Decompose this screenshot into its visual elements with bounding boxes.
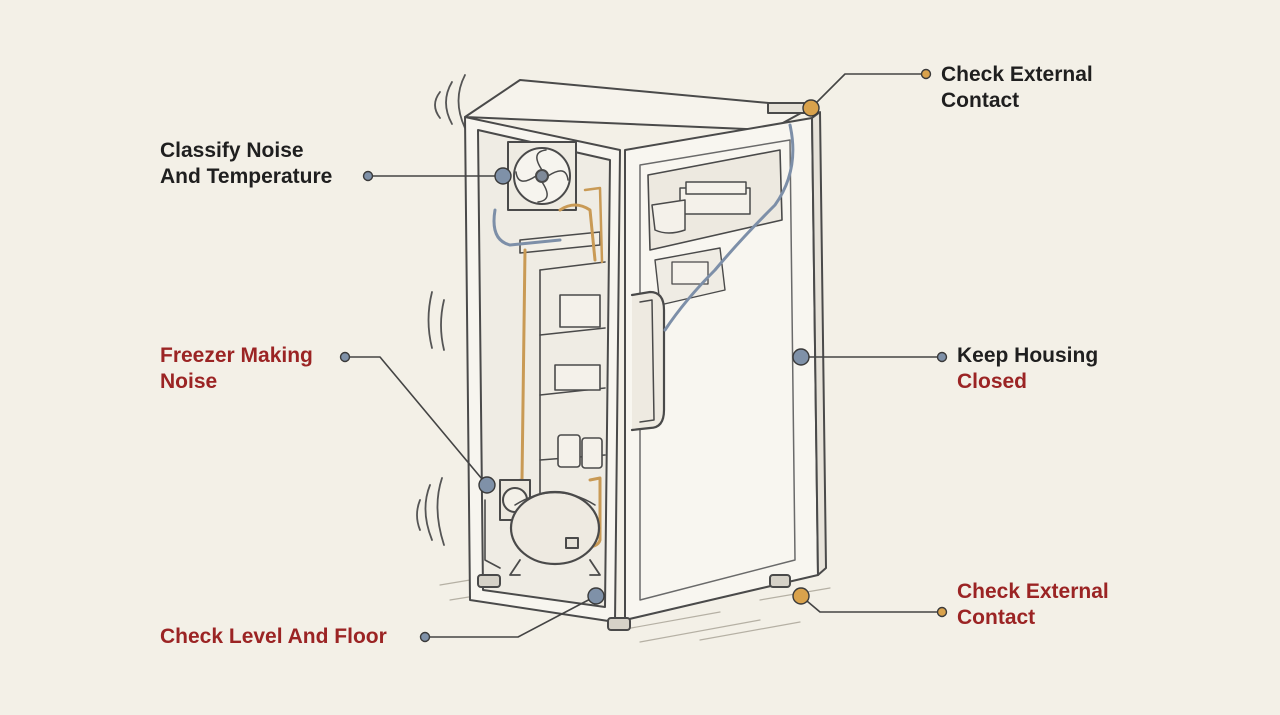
callout-line-1: Freezer Making	[160, 344, 313, 367]
callout-freezer-noise: Freezer Making Noise	[160, 343, 313, 395]
callout-line-2: Contact	[941, 89, 1020, 112]
marker-compressor	[478, 476, 496, 494]
door-handle	[630, 290, 666, 432]
callout-line-1: Keep Housing	[957, 344, 1099, 367]
callout-line-2: Noise	[160, 370, 218, 393]
callout-line-2: Contact	[957, 606, 1036, 629]
callout-line-1: Check External	[957, 580, 1109, 603]
callout-line-2: Closed	[957, 370, 1028, 393]
cabinet-top	[464, 79, 813, 131]
fridge-feet	[477, 574, 791, 631]
callout-check-external-contact-top: Check External Contact	[941, 62, 1093, 114]
callout-check-level-floor: Check Level And Floor	[160, 624, 387, 650]
tube-blue	[492, 208, 562, 247]
callout-line-1: Check External	[941, 63, 1093, 86]
callout-check-external-contact-bottom: Check External Contact	[957, 579, 1109, 631]
tube-gold	[558, 203, 597, 262]
marker-foot	[792, 587, 810, 605]
callout-line-1: Classify Noise	[160, 139, 304, 162]
callout-classify-noise: Classify Noise And Temperature	[160, 138, 332, 190]
hinge	[767, 102, 805, 114]
fan-icon	[507, 141, 577, 211]
marker-base	[587, 587, 605, 605]
callout-markers	[339, 68, 948, 643]
callout-keep-housing-closed: Keep Housing Closed	[957, 343, 1098, 395]
marker-hinge	[802, 99, 820, 117]
interior-shelves	[519, 231, 606, 521]
marker-fan	[494, 167, 512, 185]
callout-line-1: Check Level And Floor	[160, 625, 387, 648]
marker-housing	[792, 348, 810, 366]
vibration-lines-icon	[416, 74, 466, 546]
callout-line-2: And Temperature	[160, 165, 333, 188]
compressor-icon	[499, 479, 601, 576]
